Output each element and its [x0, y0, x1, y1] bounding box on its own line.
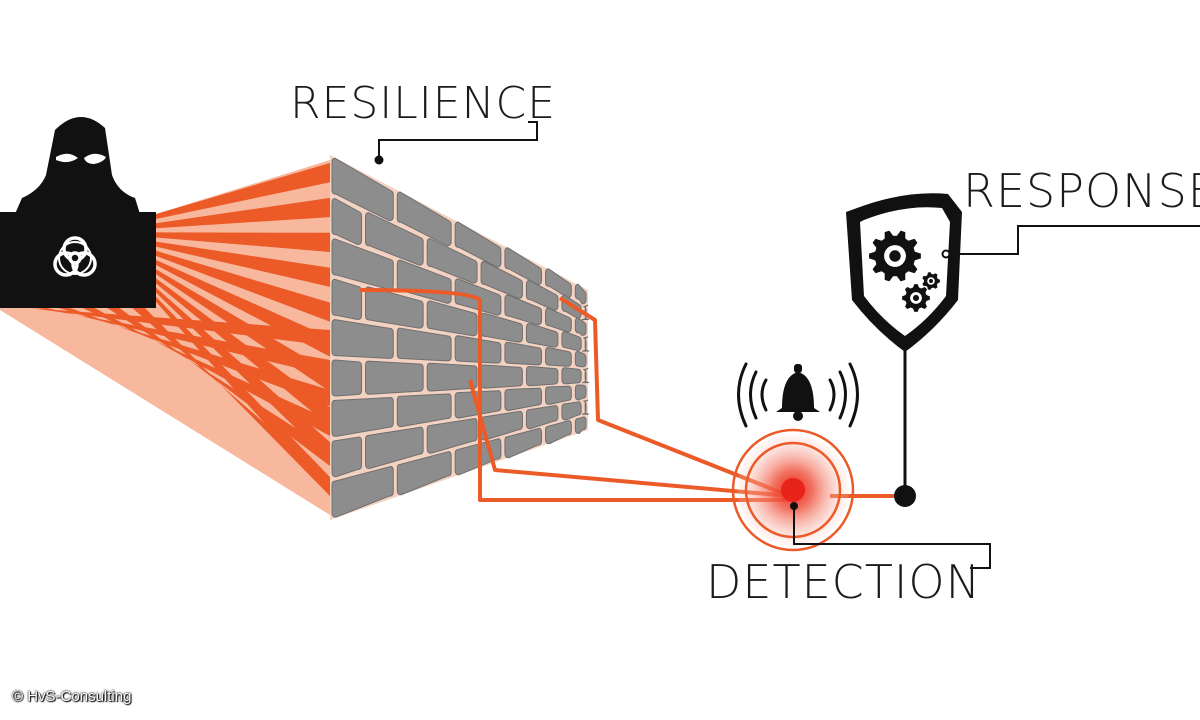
- callout-lines: [374, 121, 1200, 569]
- wall-stone: [574, 416, 587, 435]
- wall-stone: [545, 347, 572, 367]
- wall-stone: [545, 420, 572, 445]
- detection-label: DETECTION: [706, 555, 982, 609]
- wall-stone: [426, 300, 478, 337]
- wall-stone: [331, 157, 394, 222]
- wall-stone: [396, 450, 452, 496]
- wall-stone: [525, 323, 559, 348]
- wall-stone: [525, 405, 559, 430]
- wall-stone: [426, 417, 478, 454]
- wall-stone: [331, 436, 363, 478]
- wall-stone: [561, 331, 582, 351]
- wall-stone: [426, 238, 478, 284]
- resilience-label: RESILIENCE: [290, 78, 557, 129]
- biohazard-icon: [53, 236, 97, 277]
- wall-stone: [396, 393, 452, 428]
- wall-stone: [574, 283, 587, 305]
- detection-target-icon: [731, 428, 855, 552]
- wall-stone: [581, 368, 590, 384]
- wall-stone: [365, 360, 424, 395]
- wall-stone: [331, 198, 363, 245]
- attack-beam: [156, 163, 330, 220]
- wall-stone: [480, 364, 523, 389]
- attack-beam: [156, 197, 330, 229]
- alarm-bell-icon: [737, 362, 859, 428]
- wall-stone: [574, 317, 587, 336]
- wall-stone: [331, 465, 394, 518]
- wall-stone: [504, 387, 543, 411]
- wall-stone: [545, 385, 572, 405]
- wall-stone: [480, 260, 523, 299]
- wall-stone: [365, 212, 424, 266]
- wall-stone: [581, 399, 590, 415]
- wall-stone: [331, 319, 394, 359]
- gear-icon: [869, 230, 921, 282]
- attack-beam: [156, 250, 330, 322]
- wall-stone: [574, 384, 587, 401]
- stone-wall-icon: [330, 155, 590, 520]
- wall-stone: [574, 350, 587, 368]
- attack-beam: [156, 232, 330, 252]
- attack-beam: [156, 241, 330, 287]
- wall-stone: [396, 327, 452, 362]
- wall-stone: [426, 362, 478, 392]
- wall-stone: [525, 366, 559, 387]
- attack-beam: [0, 306, 330, 346]
- response-label: RESPONSE: [963, 164, 1200, 218]
- wall-stone: [365, 426, 424, 469]
- wall-stone: [561, 367, 582, 385]
- wall-stone: [396, 191, 452, 247]
- wall-stone: [331, 359, 363, 397]
- circuit-lines: [359, 288, 791, 502]
- attack-beam: [156, 287, 330, 462]
- wall-stone: [504, 341, 543, 366]
- wall-stone: [561, 401, 582, 421]
- hacker-with-laptop-icon: [0, 116, 156, 308]
- wall-stone: [581, 336, 590, 352]
- wall-stone: [331, 397, 394, 437]
- wall-stone: [454, 221, 502, 268]
- gear-icon: [922, 272, 940, 290]
- gear-icon: [902, 284, 930, 312]
- attack-beams: [0, 160, 330, 515]
- wall-stone: [545, 307, 572, 333]
- shield-gears-icon: [846, 193, 962, 352]
- wall-stone: [504, 294, 543, 326]
- wall-stone: [504, 427, 543, 459]
- copyright-notice: © HvS-Consulting: [12, 688, 132, 705]
